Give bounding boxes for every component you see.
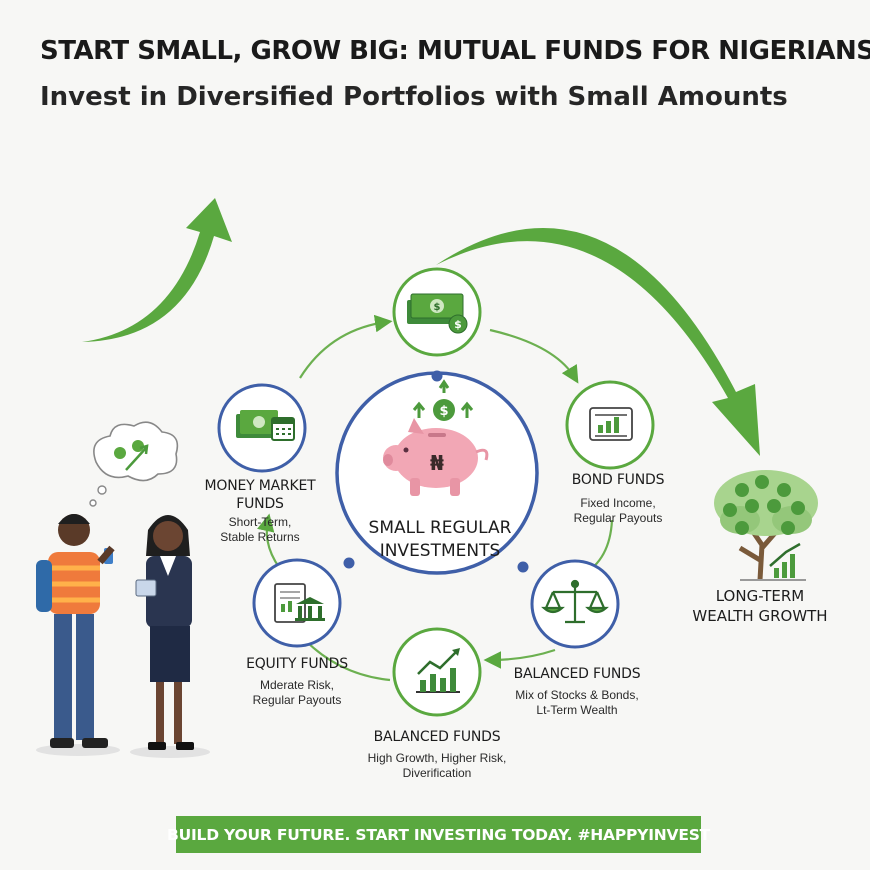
label-bond-funds: BOND FUNDS Fixed Income, Regular Payouts [548,472,688,526]
svg-text:$: $ [439,404,448,419]
fund-title: BOND FUNDS [571,472,665,488]
fund-description-line2: Regular Payouts [573,510,663,525]
label-balanced-funds-growth: BALANCED FUNDS High Growth, Higher Risk,… [352,729,522,781]
center-label-line2: INVESTMENTS [379,540,501,561]
fund-description: Mix of Stocks & Bonds, [515,687,639,702]
scales-icon [541,579,609,624]
page-title: START SMALL, GROW BIG: MUTUAL FUNDS FOR … [40,36,870,66]
coins-rising-icon: $ [412,379,474,421]
fund-description-line2: Lt-Term Wealth [536,702,618,717]
cta-banner-text: BUILD YOUR FUTURE. START INVESTING TODAY… [166,825,711,844]
node-money-market [217,383,307,473]
svg-text:$: $ [454,318,462,331]
fund-title: BALANCED FUNDS [373,729,501,745]
young-man-illustration [36,514,120,756]
fund-title: MONEY MARKET [204,478,316,494]
woman-illustration [130,515,210,758]
money-stack-icon: $ $ [407,293,468,334]
node-bond-funds [565,380,655,470]
center-label-line1: SMALL REGULAR [368,518,512,538]
piggy-bank-icon [383,418,489,496]
node-equity-funds [252,558,342,648]
naira-symbol: ₦ [430,451,444,475]
goal-label-line2: WEALTH GROWTH [692,606,828,625]
page-subtitle: Invest in Diversified Portfolios with Sm… [40,82,788,112]
goal-label-line1: LONG-TERM [715,587,805,605]
svg-text:$: $ [434,302,441,313]
fund-description: Short-Term, [228,515,292,529]
goal-label: LONG-TERM WEALTH GROWTH [665,587,855,626]
growth-arrow-curved-icon [436,227,760,456]
bond-certificate-icon [589,407,633,441]
node-balanced-stocks-bonds [530,559,620,649]
bank-document-icon [274,583,325,623]
cta-banner: BUILD YOUR FUTURE. START INVESTING TODAY… [167,816,710,853]
fund-title-line2: FUNDS [236,495,284,512]
center-label: SMALL REGULAR INVESTMENTS [325,517,555,563]
node-top: $ $ [392,267,482,357]
fund-description: High Growth, Higher Risk, [367,750,507,765]
label-equity-funds: EQUITY FUNDS Mderate Risk, Regular Payou… [217,656,377,708]
fund-title: EQUITY FUNDS [246,656,348,672]
node-balanced-high-growth [392,627,482,717]
fund-description-line2: Stable Returns [220,530,300,544]
fund-description: Mderate Risk, [259,677,335,692]
label-money-market-funds: MONEY MARKET FUNDS Short-Term, Stable Re… [180,478,340,545]
fund-description-line2: Regular Payouts [252,692,342,707]
label-balanced-funds-mix: BALANCED FUNDS Mix of Stocks & Bonds, Lt… [492,666,662,718]
thought-bubble-icon [89,421,179,507]
cash-calendar-icon [236,410,295,441]
fund-title: BALANCED FUNDS [513,666,641,682]
fund-description: Fixed Income, [580,495,656,510]
growth-arrow-up-icon [82,198,232,342]
growth-chart-icon [416,648,460,693]
money-tree-icon [714,470,818,581]
fund-description-line2: Diverification [402,765,472,780]
